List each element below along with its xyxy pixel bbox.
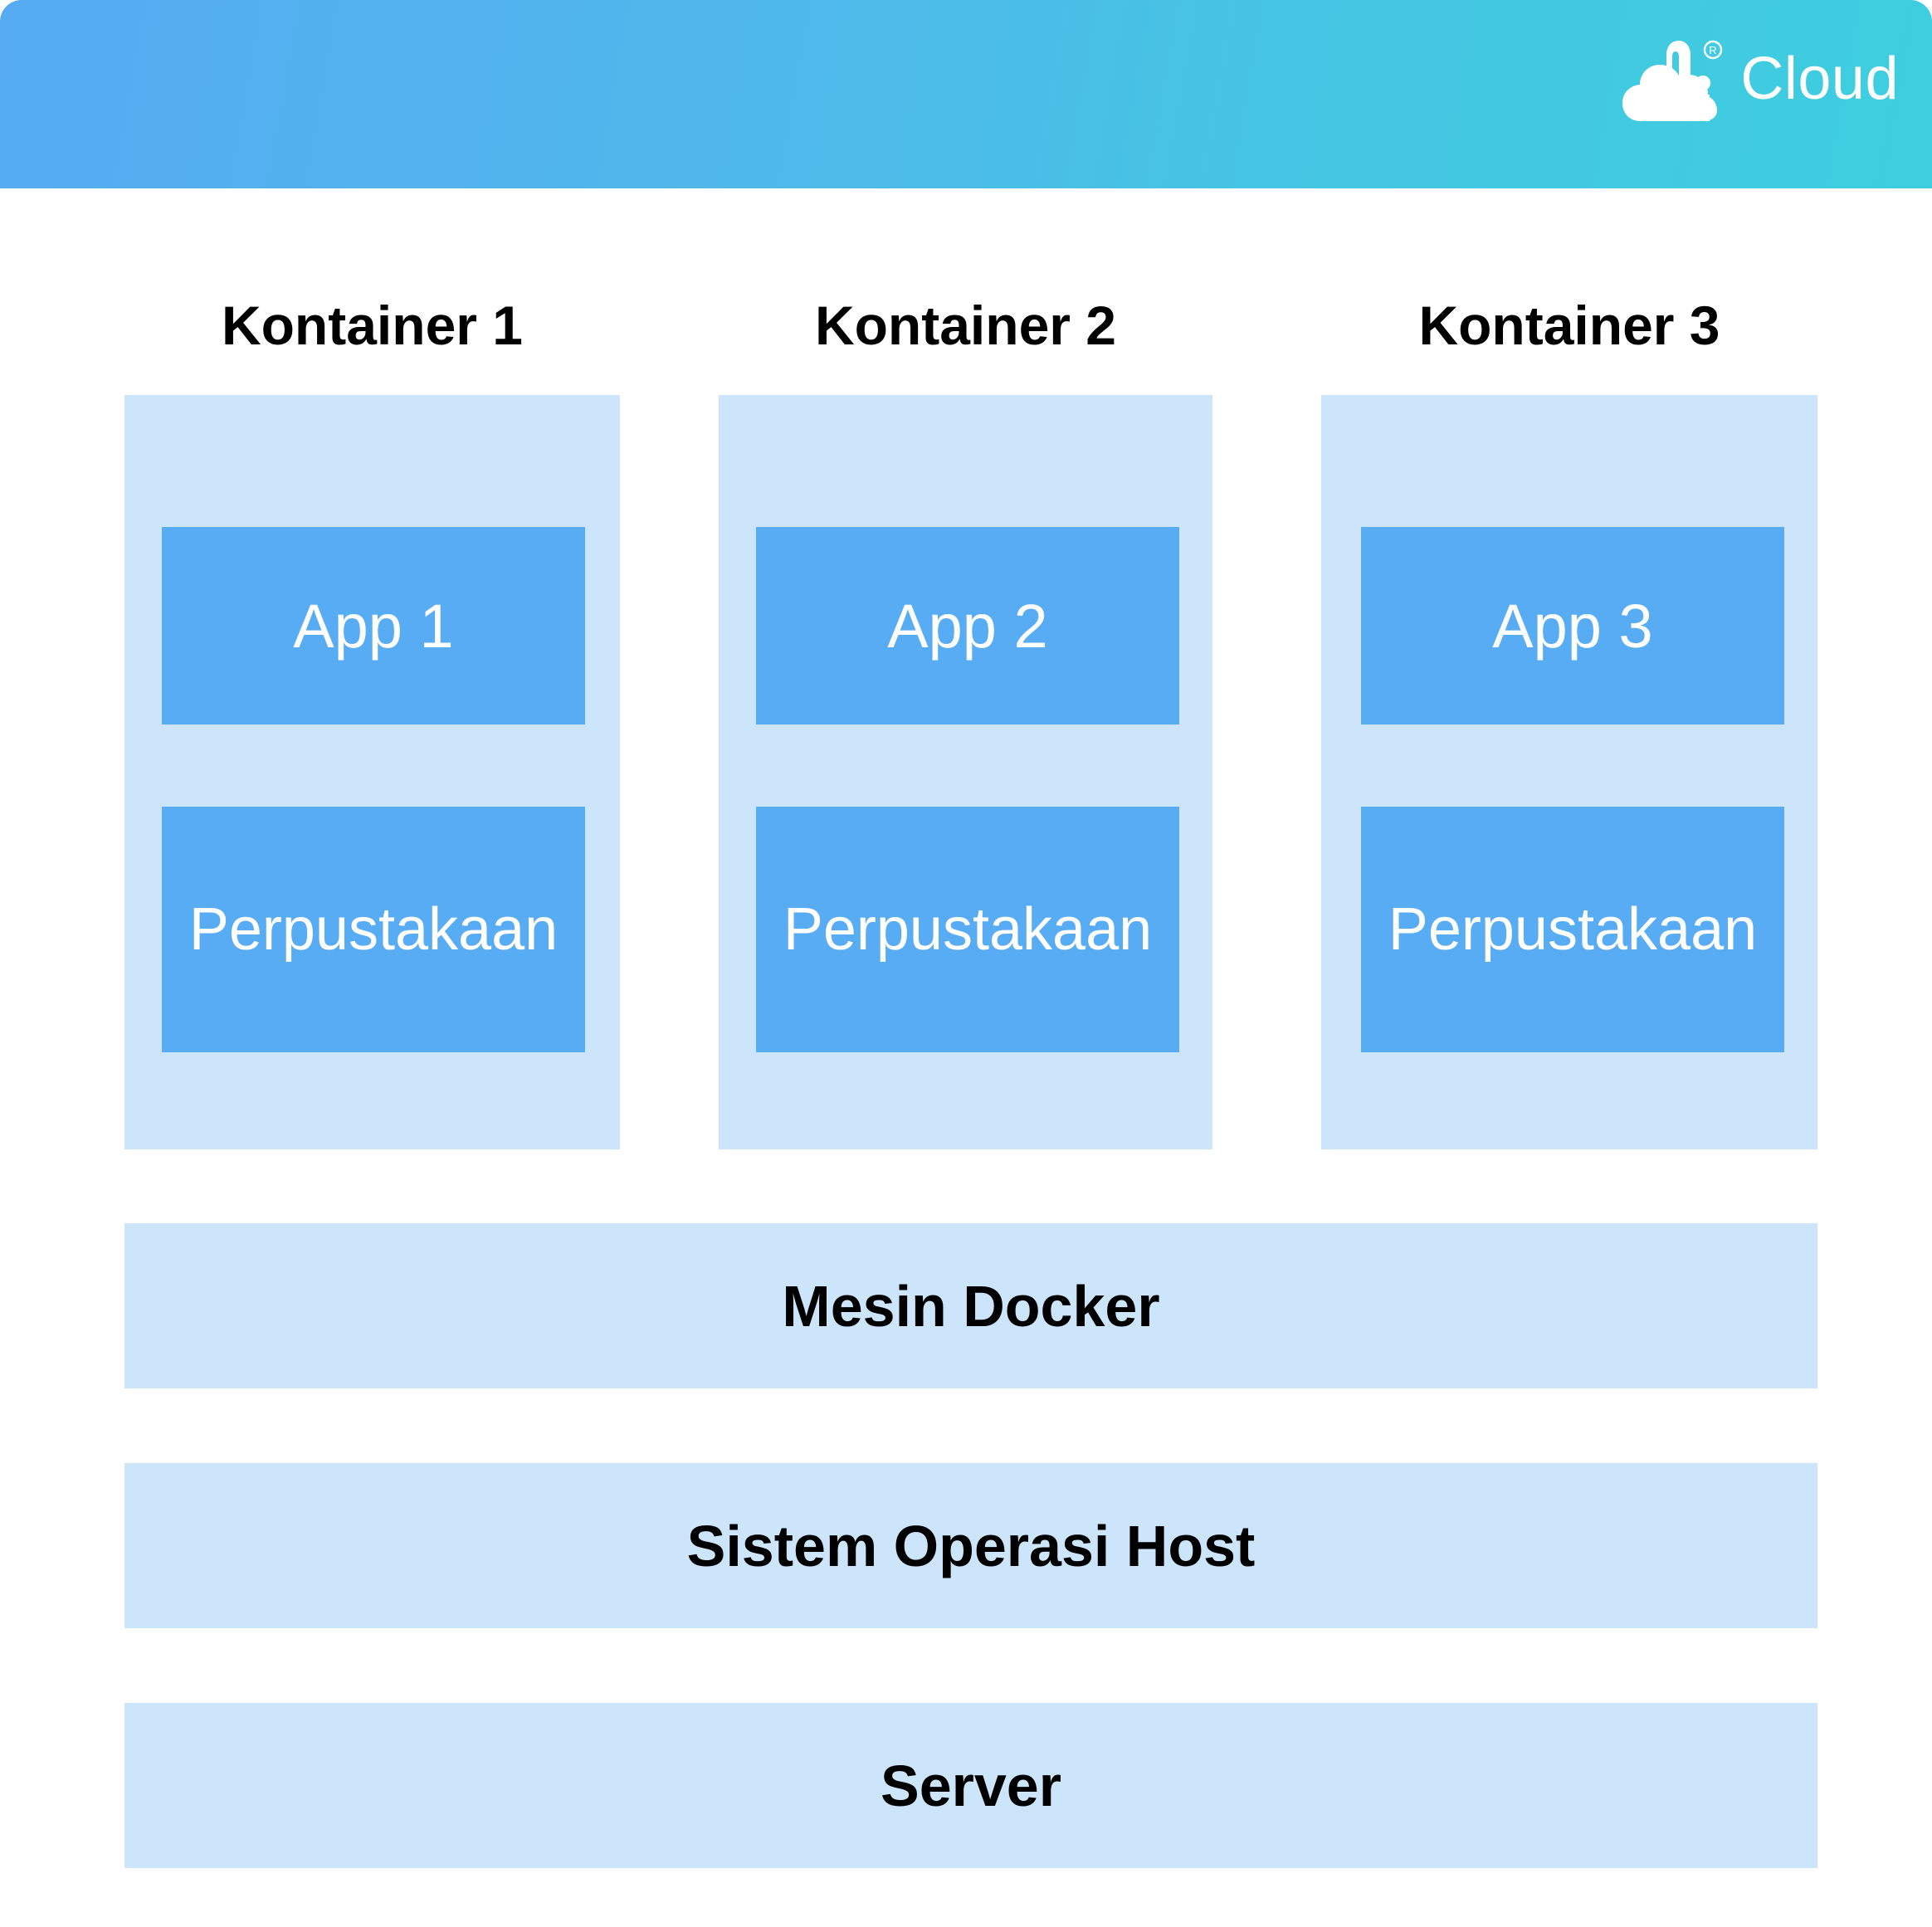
container-box-2: App 2 Perpustakaan [719, 395, 1212, 1149]
layer-bar-docker-engine: Mesin Docker [124, 1223, 1817, 1388]
container-title-3: Kontainer 3 [1418, 295, 1720, 356]
header-banner: R Cloud [0, 0, 1932, 188]
cloud-hi-logo-icon: R [1621, 38, 1727, 124]
container-box-3: App 3 Perpustakaan [1321, 395, 1817, 1149]
app-block-2: App 2 [756, 527, 1179, 724]
app-block-1: App 1 [162, 527, 585, 724]
brand-name-label: Cloud [1740, 46, 1899, 112]
container-title-1: Kontainer 1 [221, 295, 524, 356]
library-block-2: Perpustakaan [756, 807, 1179, 1052]
layer-bar-host-os: Sistem Operasi Host [124, 1463, 1817, 1628]
container-title-2: Kontainer 2 [814, 295, 1117, 356]
layer-bar-server: Server [124, 1703, 1817, 1868]
brand-logo: R Cloud [1621, 32, 1899, 131]
library-block-1: Perpustakaan [162, 807, 585, 1052]
svg-text:R: R [1710, 44, 1717, 56]
app-block-3: App 3 [1361, 527, 1784, 724]
container-box-1: App 1 Perpustakaan [124, 395, 620, 1149]
library-block-3: Perpustakaan [1361, 807, 1784, 1052]
